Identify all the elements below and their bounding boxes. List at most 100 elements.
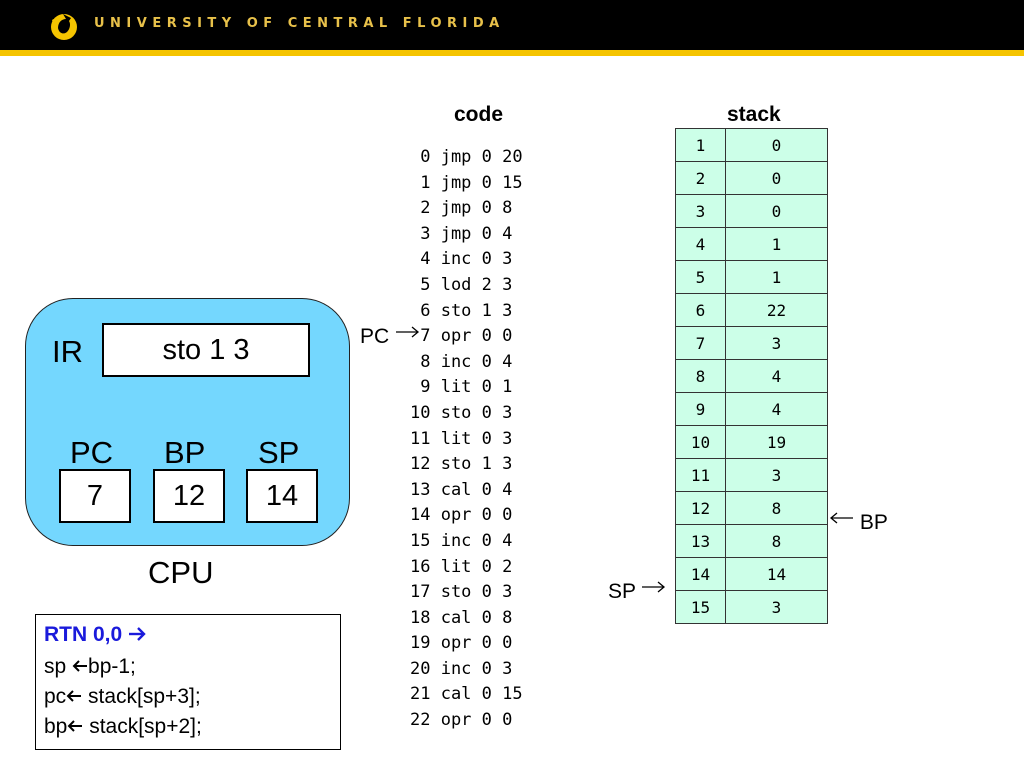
right-arrow-icon <box>129 627 146 641</box>
stack-index-cell: 4 <box>675 227 726 261</box>
stack-value-cell: 4 <box>725 359 828 393</box>
stack-value-cell: 0 <box>725 194 828 228</box>
code-line: 8 inc 0 4 <box>410 351 513 372</box>
code-line: 4 inc 0 3 <box>410 249 513 270</box>
code-line: 2 jmp 0 8 <box>410 198 513 219</box>
header-banner: UNIVERSITY OF CENTRAL FLORIDA <box>0 0 1024 50</box>
stack-index-cell: 12 <box>675 491 726 525</box>
bp-register-label: BP <box>164 435 206 470</box>
stack-index-cell: 10 <box>675 425 726 459</box>
stack-value-cell: 4 <box>725 392 828 426</box>
stack-value-cell: 3 <box>725 590 828 624</box>
ir-value: sto 1 3 <box>162 333 250 366</box>
sp-register-label: SP <box>258 435 300 470</box>
pc-register-label: PC <box>70 435 114 470</box>
code-line: 9 lit 0 1 <box>410 377 513 398</box>
left-arrow-icon <box>829 512 853 524</box>
right-arrow-icon <box>642 581 666 593</box>
sp-pointer-label: SP <box>608 580 636 603</box>
ir-register: sto 1 3 <box>102 323 310 377</box>
code-line: 5 lod 2 3 <box>410 274 513 295</box>
stack-index-cell: 3 <box>675 194 726 228</box>
rtn-title: RTN 0,0 <box>44 623 146 647</box>
stack-value-cell: 3 <box>725 326 828 360</box>
code-line: 7 opr 0 0 <box>410 326 513 347</box>
code-title: code <box>454 103 504 126</box>
bp-register-value: 12 <box>172 479 206 512</box>
code-line: 14 opr 0 0 <box>410 505 513 526</box>
stack-index-cell: 2 <box>675 161 726 195</box>
rtn-line-sp: sp bp-1; <box>44 655 136 679</box>
rtn-line-pc: pc stack[sp+3]; <box>44 685 201 709</box>
code-line: 20 inc 0 3 <box>410 658 513 679</box>
rtn-line-pc-rhs: stack[sp+3]; <box>82 685 201 708</box>
stack-index-cell: 8 <box>675 359 726 393</box>
stack-index-cell: 15 <box>675 590 726 624</box>
rtn-line-bp: bp stack[sp+2]; <box>44 715 202 739</box>
bp-register: 12 <box>153 469 225 523</box>
code-line: 21 cal 0 15 <box>410 684 523 705</box>
stack-value-cell: 0 <box>725 128 828 162</box>
left-arrow-icon <box>67 720 83 732</box>
code-listing: 0 jmp 0 20 1 jmp 0 15 2 jmp 0 8 3 jmp 0 … <box>410 145 523 734</box>
pc-pointer: PC <box>360 325 421 349</box>
stack-value-cell: 1 <box>725 227 828 261</box>
left-arrow-icon <box>72 660 88 672</box>
rtn-title-text: RTN 0,0 <box>44 623 129 646</box>
rtn-line-bp-lhs: bp <box>44 715 68 738</box>
stack-index-cell: 6 <box>675 293 726 327</box>
stack-value-cell: 22 <box>725 293 828 327</box>
code-line: 13 cal 0 4 <box>410 479 513 500</box>
code-line: 6 sto 1 3 <box>410 300 513 321</box>
rtn-box: RTN 0,0 sp bp-1; pc stack[sp+3]; bp stac… <box>35 614 341 750</box>
rtn-line-sp-lhs: sp <box>44 655 73 678</box>
code-line: 11 lit 0 3 <box>410 428 513 449</box>
pc-register-value: 7 <box>86 479 104 512</box>
banner-stripe <box>0 50 1024 56</box>
stack-value-cell: 8 <box>725 524 828 558</box>
bp-pointer-label: BP <box>859 511 888 534</box>
rtn-line-pc-lhs: pc <box>44 685 67 708</box>
code-line: 17 sto 0 3 <box>410 582 513 603</box>
ir-label: IR <box>52 334 83 369</box>
sp-register-value: 14 <box>265 479 299 512</box>
stack-index-cell: 5 <box>675 260 726 294</box>
code-line: 3 jmp 0 4 <box>410 223 513 244</box>
sp-pointer: SP <box>608 580 667 604</box>
code-line: 0 jmp 0 20 <box>410 147 523 167</box>
code-line: 12 sto 1 3 <box>410 454 513 475</box>
code-line: 1 jmp 0 15 <box>410 172 523 193</box>
stack-value-cell: 8 <box>725 491 828 525</box>
bp-pointer: BP <box>828 511 888 535</box>
rtn-line-bp-rhs: stack[sp+2]; <box>83 715 202 738</box>
stack-index-cell: 9 <box>675 392 726 426</box>
stack-value-cell: 14 <box>725 557 828 591</box>
rtn-line-sp-rhs: bp-1; <box>88 655 136 678</box>
stack-index-cell: 14 <box>675 557 726 591</box>
code-line: 22 opr 0 0 <box>410 710 513 731</box>
stack-index-cell: 13 <box>675 524 726 558</box>
pc-register: 7 <box>59 469 131 523</box>
stack-value-cell: 3 <box>725 458 828 492</box>
cpu-label: CPU <box>148 555 214 590</box>
stack-index-cell: 7 <box>675 326 726 360</box>
right-arrow-icon <box>396 326 420 338</box>
code-line: 10 sto 0 3 <box>410 402 513 423</box>
stack-title: stack <box>727 103 781 126</box>
pc-pointer-label: PC <box>360 325 390 348</box>
code-line: 16 lit 0 2 <box>410 556 513 577</box>
code-line: 19 opr 0 0 <box>410 633 513 654</box>
